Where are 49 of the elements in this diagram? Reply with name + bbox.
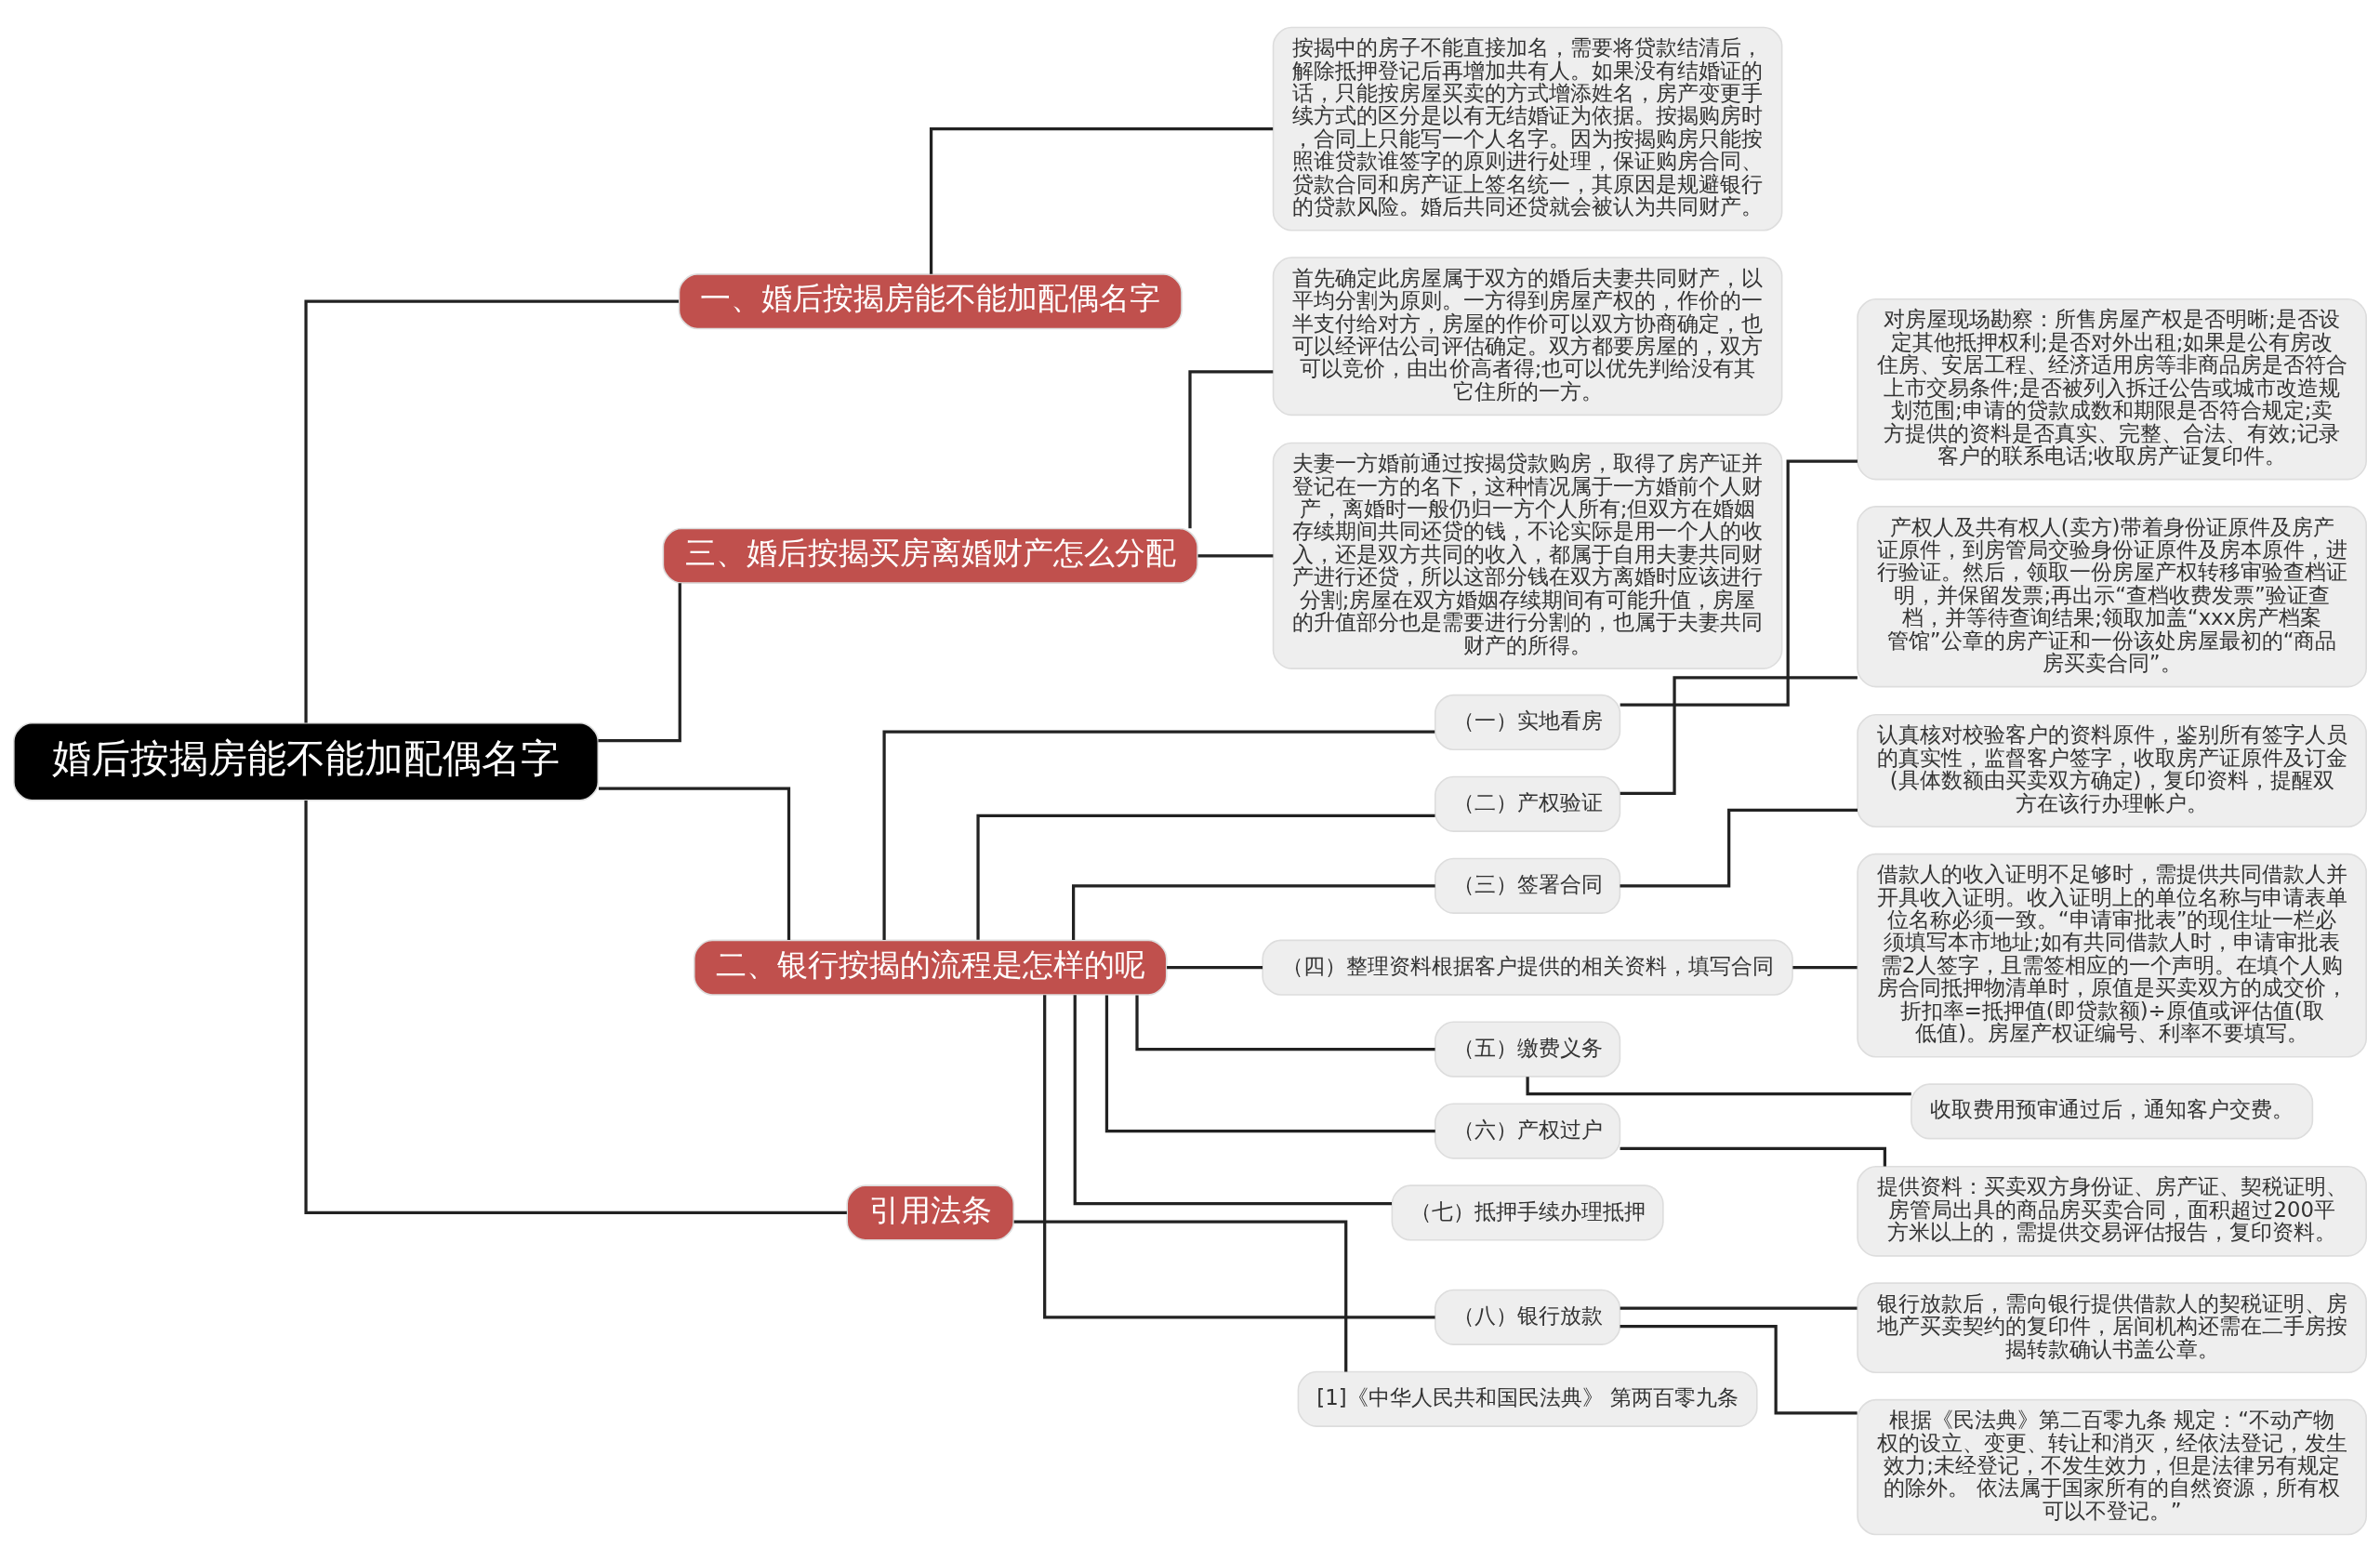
connector: [1073, 994, 1393, 1205]
connector: [1620, 675, 1858, 795]
connector: [1043, 994, 1435, 1318]
node-box: 按揭中的房子不能直接加名，需要将贷款结清后，解除抵押登记后再增加共有人。如果没有结婚证的话，只能按房屋买卖的方式增添姓名，房产变更手续方式的区分是以有无结婚证为依据。按揭购房时，合同上只能写一个人名字。因为按揭购房只能按照谁贷款谁签字的原则进行处理，保证购房合同、贷款合同和房产证上签名统一，其原因是规避银行的贷款风险。婚后共同还贷就会被认为共同财产。: [1272, 26, 1783, 232]
node-box: 对房屋现场勘察：所售房屋产权是否明晰;是否设定其他抵押权利;是否对外出租;如果是公有房改住房、安居工程、经济适用房等非商品房是否符合上市交易条件;是否被列入拆迁公告或城市改造规划范围;申请的贷款成数和期限是否符合规定;卖方提供的资料是否真实、完整、合法、有效;记录客户的联系电话;收取房产证复印件。: [1857, 298, 2367, 480]
node-box: 收取费用预审通过后，通知客户交费。: [1911, 1082, 2314, 1139]
connector: [1620, 808, 1858, 887]
node-box: （六）产权过户: [1434, 1102, 1621, 1159]
connector: [1792, 965, 1858, 969]
node-box: 提供资料：买卖双方身份证、房产证、契税证明、房管局出具的商品房买卖合同，面积超过200平方米以上的，需提供交易评估报告，复印资料。: [1857, 1165, 2367, 1257]
connector: [304, 800, 847, 1214]
node-box: （三）签署合同: [1434, 857, 1621, 914]
connector: [1197, 553, 1274, 557]
node-box: （二）产权验证: [1434, 775, 1621, 832]
connector: [1620, 1305, 1858, 1310]
node-box: （七）抵押手续办理抵押: [1391, 1184, 1664, 1241]
connector: [882, 730, 1435, 940]
connector: [929, 126, 1274, 274]
node-box: 根据《民法典》第二百零九条 规定：“不动产物权的设立、变更、转让和消灭，经依法登记，发生效力;未经登记，不发生效力，但是法律另有规定的除外。 依法属于国家所有的自然资源，所有权可以不登记。”: [1857, 1398, 2367, 1535]
connector: [304, 299, 679, 722]
connector: [976, 814, 1435, 940]
node-box: （一）实地看房: [1434, 694, 1621, 750]
node-box: 认真核对校验客户的资料原件，鉴别所有签字人员的真实性，监督客户签字，收取房产证原件及订金(具体数额由买卖双方确定)，复印资料，提醒双方在该行办理帐户。: [1857, 713, 2367, 827]
node-box: 借款人的收入证明不足够时，需提供共同借款人并开具收入证明。收入证明上的单位名称与申请表单位名称必须一致。“申请审批表”的现住址一栏必须填写本市地址;如有共同借款人时，申请审批表需2人签字，且需签相应的一个声明。在填个人购房合同抵押物清单时，原值是买卖双方的成交价，折扣率=抵押值(即贷款额)÷原值或评估值(取低值)。房屋产权证编号、利率不要填写。: [1857, 853, 2367, 1058]
node-box: 二、银行按揭的流程是怎样的呢: [693, 939, 1168, 996]
node-box: 银行放款后，需向银行提供借款人的契税证明、房地产买卖契约的复印件，居间机构还需在二手房按揭转款确认书盖公章。: [1857, 1281, 2367, 1373]
connector: [1072, 883, 1435, 940]
connector: [1620, 1324, 1858, 1414]
node-box: 三、婚后按揭买房离婚财产怎么分配: [662, 527, 1198, 584]
connector: [598, 582, 681, 742]
node-box: 产权人及共有权人(卖方)带着身份证原件及房产证原件，到房管局交验身份证原件及房本原件，进行验证。然后，领取一份房屋产权转移审验查档证明，并保留发票;再出示“查档收费发票”验证查档，并等待查询结果;领取加盖“xxx房产档案管馆”公章的房产证和一份该处房屋最初的“商品房买卖合同”。: [1857, 505, 2367, 687]
connector: [1104, 995, 1435, 1132]
connector: [598, 787, 791, 940]
connector: [1188, 369, 1274, 528]
node-box: 一、婚后按揭房能不能加配偶名字: [678, 272, 1183, 329]
connector: [1135, 994, 1435, 1051]
node-box: 引用法条: [846, 1184, 1015, 1241]
connector: [1526, 1076, 1911, 1095]
connector: [1620, 1146, 1887, 1166]
node-box: 夫妻一方婚前通过按揭贷款购房，取得了房产证并登记在一方的名下，这种情况属于一方婚前个人财产，离婚时一般仍归一方个人所有;但双方在婚姻存续期间共同还贷的钱，不论实际是用一个人的收入，还是双方共同的收入，都属于自用夫妻共同财产进行还贷，所以这部分钱在双方离婚时应该进行分割;房屋在双方婚姻存续期间有可能升值，房屋的升值部分也是需要进行分割的，也属于夫妻共同财产的所得。: [1272, 442, 1783, 669]
connector: [1620, 458, 1858, 707]
node-box: （八）银行放款: [1434, 1289, 1621, 1345]
node-box: 首先确定此房屋属于双方的婚后夫妻共同财产，以平均分割为原则。一方得到房屋产权的，作价的一半支付给对方，房屋的作价可以双方协商确定，也可以经评估公司评估确定。双方都要房屋的，双方可以竞价，由出价高者得;也可以优先判给没有其它住所的一方。: [1272, 256, 1783, 416]
node-box: （五）缴费义务: [1434, 1021, 1621, 1078]
connector: [1167, 965, 1263, 969]
node-box: 婚后按揭房能不能加配偶名字: [13, 721, 600, 801]
connector: [1013, 1220, 1348, 1371]
node-box: （四）整理资料根据客户提供的相关资料，填写合同: [1262, 939, 1793, 996]
node-box: [1]《中华人民共和国民法典》 第两百零九条: [1297, 1370, 1758, 1427]
